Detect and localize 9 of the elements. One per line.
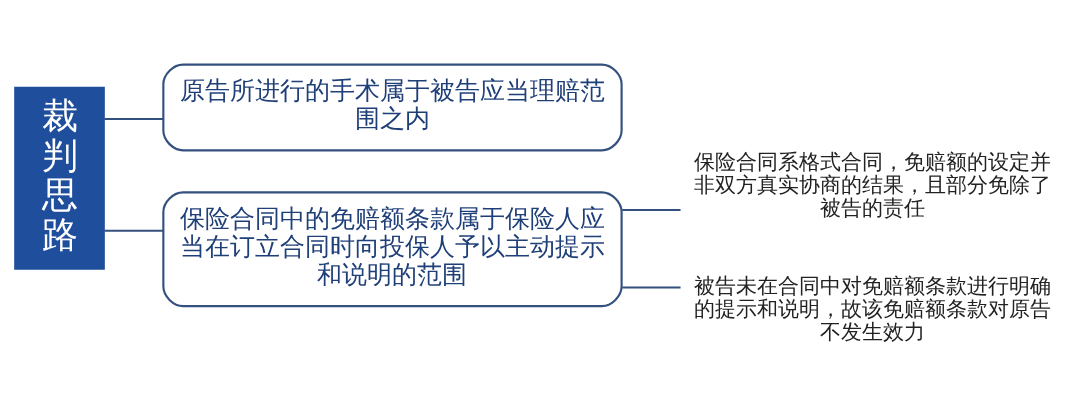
node-box: 裁判思路 — [14, 86, 105, 270]
node-text: 被告未在合同中对免赔额条款进行明确的提示和说明，故该免赔额条款对原告不发生效力 — [694, 272, 1052, 344]
node-text: 保险合同系格式合同，免赔额的设定并非双方真实协商的结果，且部分免除了被告的责任 — [694, 149, 1052, 221]
connector — [621, 209, 682, 212]
connector — [103, 229, 165, 232]
connector — [621, 286, 682, 289]
connector — [103, 118, 165, 120]
node-box: 原告所进行的手术属于被告应当理赔范围之内 — [162, 63, 623, 152]
node-box: 保险合同中的免赔额条款属于保险人应当在订立合同时向投保人予以主动提示和说明的范围 — [162, 191, 623, 308]
